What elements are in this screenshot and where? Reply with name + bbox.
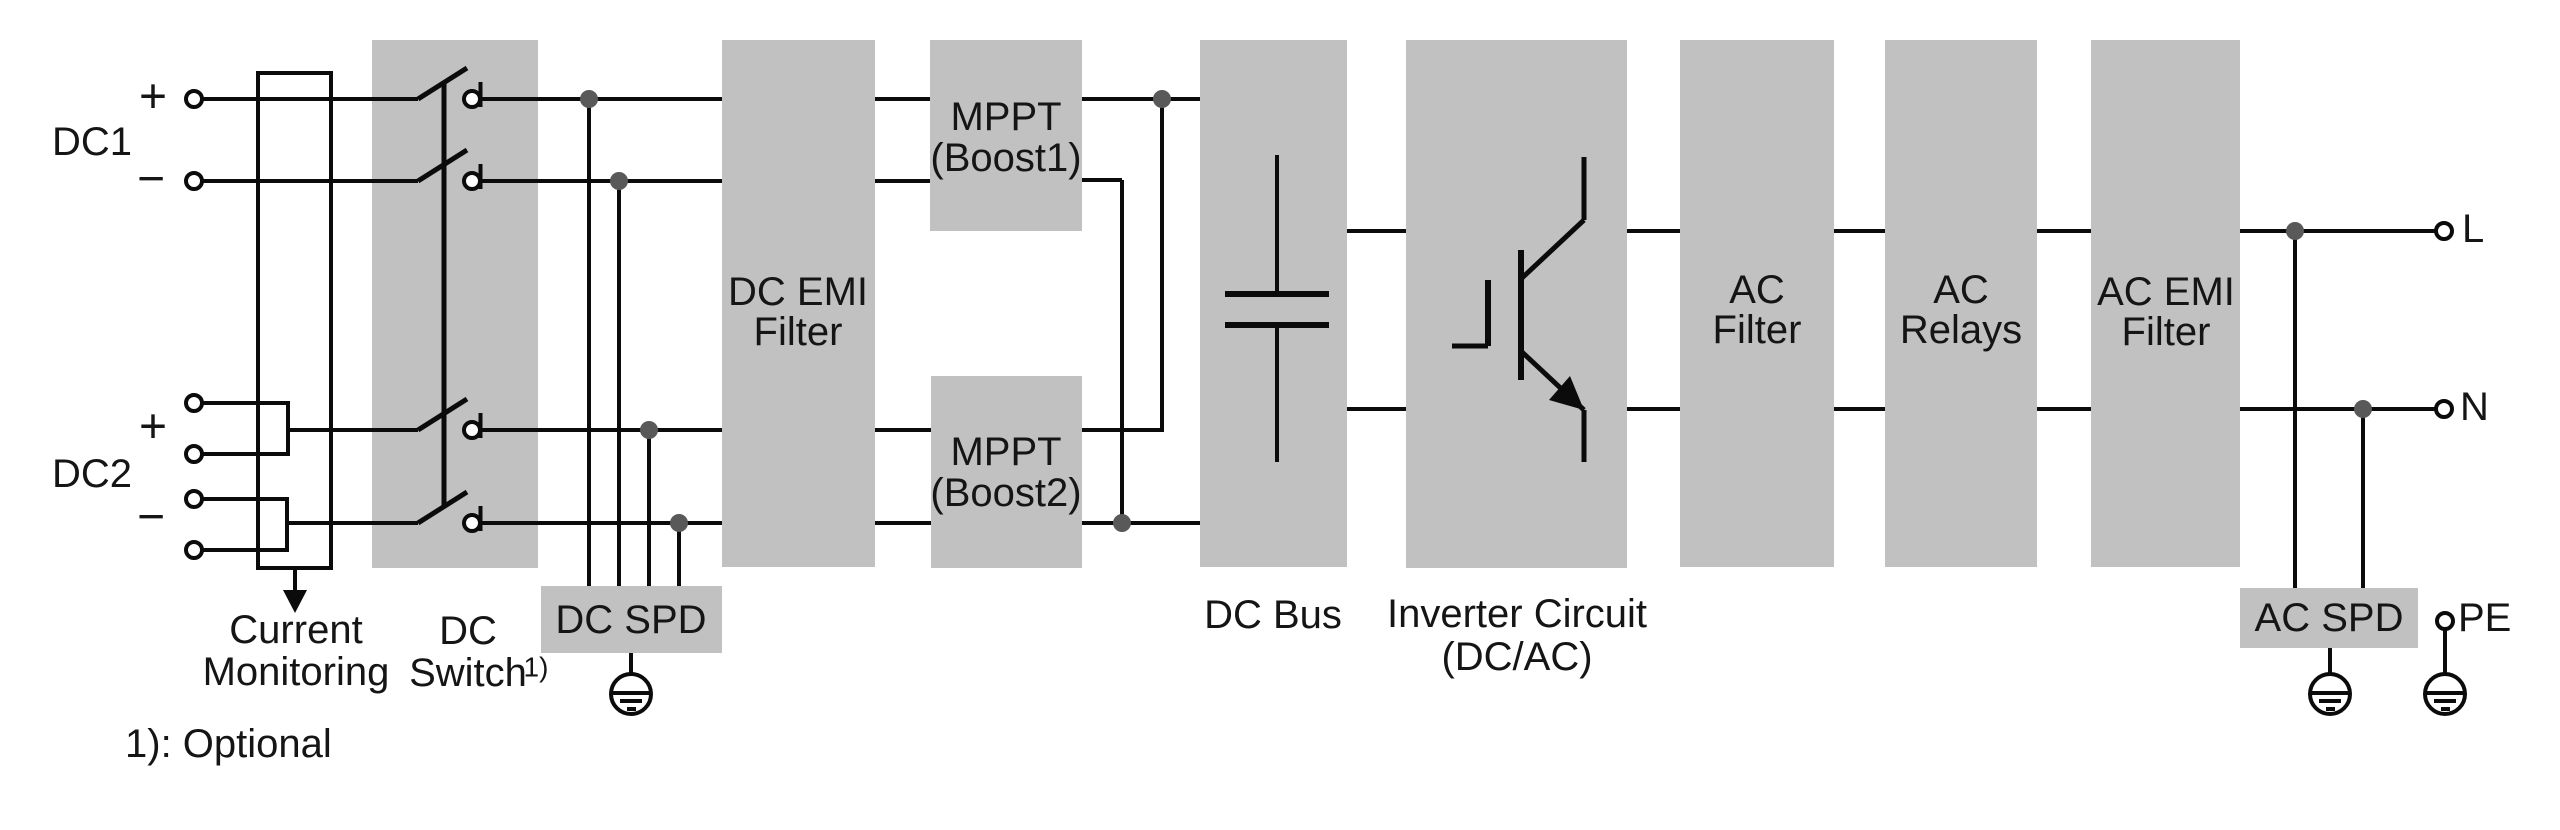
current-monitoring-arrow — [283, 568, 307, 613]
dc-spd-ground-icon — [609, 653, 653, 716]
terminal-dc2-minus-b — [184, 540, 204, 560]
switch-contact — [462, 171, 482, 191]
ac-emi-filter-label-line2: Filter — [2122, 310, 2211, 354]
junction-dot — [580, 90, 598, 108]
switch-contact — [462, 420, 482, 440]
ac-filter-label-line2: Filter — [1713, 308, 1802, 352]
mppt-boost2-label-line2: (Boost2) — [930, 471, 1081, 515]
dc-emi-filter-block — [722, 40, 875, 567]
ac-relays-label-line1: AC — [1933, 268, 1989, 312]
dc2-minus-sign: − — [137, 491, 165, 544]
line-terminal-label: L — [2462, 207, 2484, 251]
arrow-head — [283, 590, 307, 613]
junction-dot — [2286, 222, 2304, 240]
dc-emi-filter-label-line1: DC EMI — [728, 270, 868, 314]
mppt-bus-link-wires — [1120, 99, 1164, 523]
dc1-label: DC1 — [52, 120, 132, 164]
terminal-dc2-plus-b — [184, 444, 204, 464]
ac-filter-block — [1680, 40, 1834, 567]
dc1-plus-sign: + — [139, 71, 167, 124]
inverter-label-line2: (DC/AC) — [1441, 635, 1592, 679]
junction-dot — [1153, 90, 1171, 108]
switch-contact — [462, 89, 482, 109]
dc-bus-block — [1200, 40, 1347, 567]
spd-tap-wires — [587, 99, 2365, 588]
igbt-collector-diagonal — [1520, 218, 1586, 280]
switch-blade — [416, 489, 469, 526]
switch-blade — [416, 65, 469, 102]
ac-spd-block — [2240, 588, 2418, 648]
dc2-label: DC2 — [52, 452, 132, 496]
inverter-label-line1: Inverter Circuit — [1387, 592, 1647, 636]
ac-relays-block — [1885, 40, 2037, 567]
terminal-dc2-plus-a — [184, 393, 204, 413]
mppt-boost2-label-line1: MPPT — [950, 430, 1061, 474]
dc-bus-label: DC Bus — [1204, 593, 1342, 637]
terminal-dc1-plus — [184, 89, 204, 109]
igbt-icon — [1452, 157, 1587, 462]
terminal-dc1-minus — [184, 171, 204, 191]
dc2-plus-sign: + — [139, 401, 167, 454]
ac-emi-filter-label-line1: AC EMI — [2097, 270, 2235, 314]
pe-ground-icon — [2423, 629, 2467, 716]
ac-filter-label-line1: AC — [1729, 268, 1785, 312]
terminal-line — [2434, 221, 2454, 241]
dc-switch-label-line1: DC — [439, 609, 497, 653]
junction-dots — [580, 90, 2372, 532]
current-sensor-dc2-plus — [256, 401, 290, 456]
junction-dot — [2354, 400, 2372, 418]
dc-spd-block — [541, 586, 722, 653]
junction-dot — [1113, 514, 1131, 532]
mppt-boost2-block — [931, 376, 1082, 568]
pe-terminal-label: PE — [2458, 596, 2511, 640]
ac-output-terminals — [2434, 221, 2455, 631]
dc-switch-footnote-ref: 1) — [524, 652, 549, 683]
terminal-pe — [2435, 611, 2455, 631]
dc-switch-symbol — [416, 65, 483, 533]
dc-switch-label-line2: Switch — [409, 651, 527, 695]
mppt-boost1-block — [930, 40, 1082, 231]
junction-dot — [610, 172, 628, 190]
switch-blade — [416, 147, 469, 184]
igbt-emitter-arrow — [1549, 376, 1584, 410]
capacitor-icon — [1225, 155, 1329, 462]
switch-contact — [462, 513, 482, 533]
ac-spd-ground-icon — [2308, 648, 2352, 716]
current-monitoring-label-line1: Current — [229, 608, 362, 652]
terminal-dc2-minus-a — [184, 489, 204, 509]
terminal-neutral — [2434, 399, 2454, 419]
wire-dc1-minus — [202, 178, 1122, 183]
dc-switch-block — [372, 40, 538, 568]
current-monitoring-box — [256, 71, 333, 570]
current-sensor-dc2-minus — [256, 497, 289, 552]
ac-relays-label-line2: Relays — [1900, 308, 2022, 352]
ac-spd-label: AC SPD — [2255, 596, 2404, 640]
neutral-terminal-label: N — [2460, 385, 2489, 429]
footnote-optional: 1): Optional — [125, 722, 332, 766]
current-monitoring-label-line2: Monitoring — [203, 650, 390, 694]
mppt-boost1-label-line1: MPPT — [950, 95, 1061, 139]
switch-blade — [416, 396, 469, 433]
dc-spd-label: DC SPD — [555, 598, 706, 642]
inverter-block — [1406, 40, 1627, 568]
ac-emi-filter-block — [2091, 40, 2240, 567]
dc-input-terminals — [184, 89, 204, 560]
mppt-boost1-label-line2: (Boost1) — [930, 136, 1081, 180]
junction-dot — [670, 514, 688, 532]
junction-dot — [640, 421, 658, 439]
dc1-minus-sign: − — [137, 153, 165, 206]
dc-emi-filter-label-line2: Filter — [754, 310, 843, 354]
